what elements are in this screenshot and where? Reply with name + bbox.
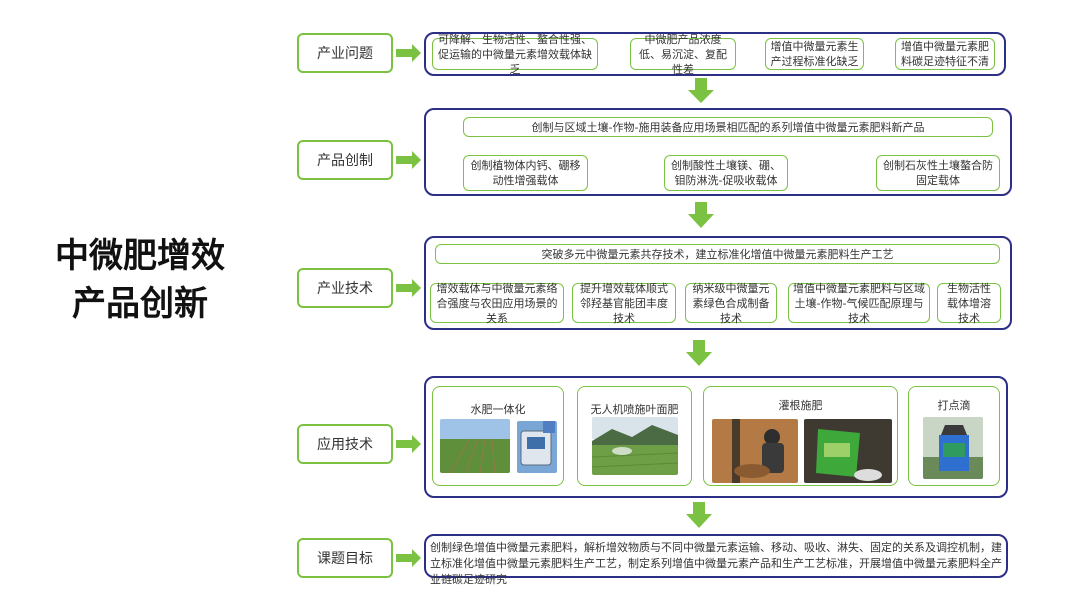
goal-text: 创制绿色增值中微量元素肥料，解析增效物质与不同中微量元素运输、移动、吸收、淋失、… [430, 541, 1002, 586]
root-irrigation-photo [712, 419, 798, 483]
tech-box-4: 增值中微量元素肥料与区域土壤-作物-气候匹配原理与技术 [788, 282, 930, 325]
fertilizer-bag-photo [804, 419, 892, 483]
app-card-root-irrigation: 灌根施肥 [703, 386, 898, 486]
label-problem: 产业问题 [297, 33, 393, 73]
down-arrow-3 [686, 340, 712, 366]
tech-box-1: 增效载体与中微量元素络合强度与农田应用场景的关系 [430, 282, 564, 325]
main-title-line-2: 产品创新 [72, 284, 208, 324]
tech-header: 突破多元中微量元素共存技术，建立标准化增值中微量元素肥料生产工艺 [435, 244, 1000, 264]
tech-box-2: 提升增效载体顺式邻羟基官能团丰度技术 [572, 282, 676, 325]
app-card-fertigation: 水肥一体化 [432, 386, 564, 486]
label-arrow-problem [396, 44, 421, 62]
group-goal [424, 534, 1008, 578]
label-application: 应用技术 [297, 424, 393, 464]
problem-box-2: 中微肥产品浓度低、易沉淀、复配性差 [630, 33, 736, 76]
down-arrow-1 [688, 78, 714, 103]
tech-box-3: 纳米级中微量元素绿色合成制备技术 [685, 282, 777, 325]
problem-box-1: 可降解、生物活性、螯合性强、促运输的中微量元素增效载体缺乏 [432, 33, 598, 76]
label-tech: 产业技术 [297, 268, 393, 308]
main-title: 中微肥增效 产品创新 [40, 232, 240, 328]
down-arrow-4 [686, 502, 712, 528]
app-card-drone: 无人机喷施叶面肥 [577, 386, 692, 486]
control-device-photo [517, 421, 557, 473]
app-card-drip: 打点滴 [908, 386, 1000, 486]
product-box-1: 创制植物体内钙、硼移动性增强载体 [463, 155, 588, 191]
app-card-title: 灌根施肥 [778, 399, 823, 412]
label-arrow-tech [396, 279, 421, 297]
tech-box-5: 生物活性载体增溶技术 [937, 282, 1001, 325]
label-goal: 课题目标 [297, 538, 393, 578]
product-box-3: 创制石灰性土壤螯合防固定载体 [876, 155, 1000, 191]
down-arrow-2 [688, 202, 714, 228]
app-card-title: 打点滴 [937, 399, 971, 412]
app-card-title: 水肥一体化 [470, 403, 526, 416]
product-header: 创制与区域土壤-作物-施用装备应用场景相匹配的系列增值中微量元素肥料新产品 [463, 117, 993, 137]
label-arrow-application [396, 435, 421, 453]
farm-field-photo [440, 419, 510, 473]
label-arrow-product [396, 151, 421, 169]
problem-box-3: 增值中微量元素生产过程标准化缺乏 [765, 38, 864, 70]
drip-bag-photo [923, 417, 983, 479]
label-arrow-goal [396, 549, 421, 567]
drone-spraying-photo [592, 417, 678, 475]
label-product: 产品创制 [297, 140, 393, 180]
app-card-title: 无人机喷施叶面肥 [590, 403, 679, 416]
problem-box-4: 增值中微量元素肥料碳足迹特征不清 [895, 38, 995, 70]
product-box-2: 创制酸性土壤镁、硼、钼防淋洗-促吸收载体 [664, 155, 788, 191]
main-title-line-1: 中微肥增效 [55, 236, 225, 276]
